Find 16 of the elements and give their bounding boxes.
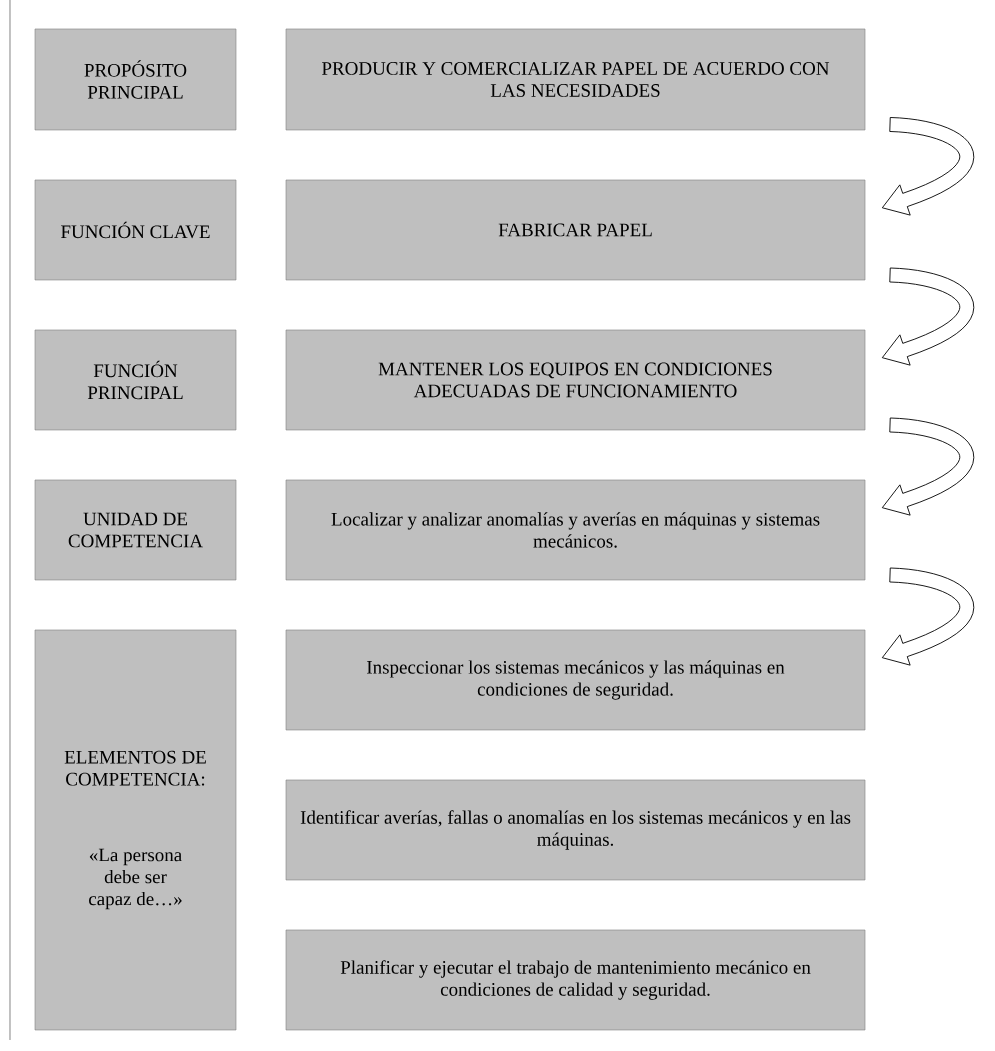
content-box: Identificar averías, fallas o anomalías en los sistemas mecánicos y en las máquinas. [285, 779, 866, 881]
curved-arrow [881, 417, 975, 516]
curved-arrow [881, 567, 975, 666]
label-box: UNIDAD DE COMPETENCIA [34, 479, 237, 581]
content-box: FABRICAR PAPEL [285, 179, 866, 281]
content-box: MANTENER LOS EQUIPOS EN CONDICIONES ADECUADAS DE FUNCIONAMIENTO [285, 329, 866, 431]
label-box: FUNCIÓN PRINCIPAL [34, 329, 237, 431]
content-box: PRODUCIR Y COMERCIALIZAR PAPEL DE ACUERDO CON LAS NECESIDADES [285, 28, 866, 131]
label-box: FUNCIÓN CLAVE [34, 179, 237, 281]
content-box: Localizar y analizar anomalías y averías en máquinas y sistemas mecánicos. [285, 479, 866, 581]
label-box: ELEMENTOS DE COMPETENCIA: «La persona debe ser capaz de…» [34, 629, 237, 1031]
content-box: Inspeccionar los sistemas mecánicos y las máquinas en condiciones de seguridad. [285, 629, 866, 731]
content-box: Planificar y ejecutar el trabajo de mantenimiento mecánico en condiciones de calidad y seguridad. [285, 929, 866, 1031]
curved-arrow [881, 117, 975, 216]
label-box: PROPÓSITO PRINCIPAL [34, 28, 237, 131]
curved-arrow [881, 267, 975, 366]
